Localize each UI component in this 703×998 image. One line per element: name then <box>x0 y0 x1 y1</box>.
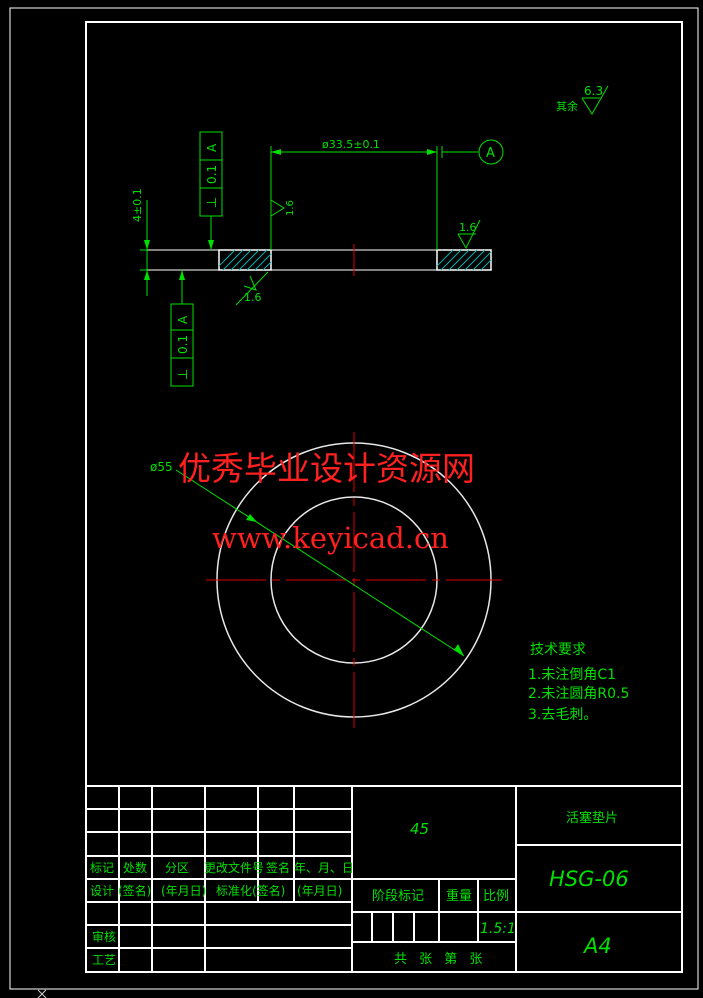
material-value: 45 <box>410 820 429 838</box>
drawing-number: HSG-06 <box>549 867 629 891</box>
tol-bottom-symbol: ⊥ <box>176 369 191 380</box>
tech-title: 技术要求 <box>530 642 586 658</box>
roughness-bottom: 1.6 <box>235 271 269 306</box>
inner-frame <box>85 21 683 973</box>
roughness-bottom-value: 1.6 <box>244 291 262 304</box>
roughness-top-right: 1.6 <box>457 219 481 250</box>
tol-top-datum: A <box>205 143 219 152</box>
label-sign2: (签名) <box>118 883 151 898</box>
roughness-other-value: 6.3 <box>584 84 603 98</box>
dim-diameter-label: ø33.5±0.1 <box>322 138 380 151</box>
title-block-text: 45 活塞垫片 HSG-06 A4 1.5:1 标记 处数 分区 更改文件号 签… <box>90 810 629 967</box>
dim-thickness-label: 4±0.1 <box>131 188 144 222</box>
tol-top-symbol: ⊥ <box>205 197 220 208</box>
sheet-info: 共 张 第 张 <box>394 952 486 967</box>
tech-requirements: 技术要求 1.未注倒角C1 2.未注圆角R0.5 3.去毛刺。 <box>528 642 629 723</box>
label-mark: 标记 <box>90 861 114 875</box>
dim-outer-leader <box>175 469 465 657</box>
label-sign: 签名 <box>266 860 290 875</box>
label-process: 工艺 <box>92 953 116 967</box>
hatch-right <box>436 249 492 271</box>
label-date2: (年月日) <box>161 884 206 898</box>
watermark-line1: 优秀毕业设计资源网 <box>178 449 475 488</box>
sheet-size: A4 <box>582 934 612 958</box>
label-ratio: 比例 <box>483 889 509 904</box>
tolerance-frame-top: A 0.1 ⊥ <box>199 131 223 250</box>
scale-value: 1.5:1 <box>480 921 516 937</box>
label-date3: (年月日) <box>297 884 342 898</box>
roughness-other-symbol: 其余 6.3 <box>556 84 609 115</box>
corner-marker-icon <box>37 989 47 998</box>
tech-item-1: 1.未注倒角C1 <box>528 667 616 683</box>
label-weight: 重量 <box>446 888 472 904</box>
tech-item-2: 2.未注圆角R0.5 <box>528 686 629 702</box>
label-stage-mark: 阶段标记 <box>372 889 424 904</box>
label-sign3: (签名) <box>252 883 285 898</box>
label-change-doc: 更改文件号 <box>204 860 264 875</box>
label-standard: 标准化 <box>216 884 252 898</box>
roughness-inner: 1.6 <box>270 199 296 225</box>
dim-outer-label: ø55 <box>150 460 173 474</box>
roughness-inner-value: 1.6 <box>285 200 296 216</box>
label-review: 审核 <box>92 929 116 944</box>
plan-view: ø55 <box>150 432 502 728</box>
label-date: 年、月、日 <box>294 861 354 875</box>
watermark-line2: www.keyicad.cn <box>212 521 449 555</box>
outer-border <box>9 7 699 990</box>
label-zone: 分区 <box>165 861 189 875</box>
section-view: ø33.5±0.1 A 4±0.1 A 0.1 ⊥ A <box>131 131 504 387</box>
roughness-other-label: 其余 <box>556 99 578 113</box>
title-block <box>85 785 683 973</box>
part-name: 活塞垫片 <box>566 810 618 826</box>
tol-bottom-value: 0.1 <box>176 335 190 354</box>
label-count: 处数 <box>123 860 147 875</box>
datum-a-label: A <box>486 146 495 161</box>
tol-top-value: 0.1 <box>205 165 219 184</box>
label-design: 设计 <box>90 884 114 898</box>
roughness-top-right-value: 1.6 <box>459 221 477 234</box>
tech-item-3: 3.去毛刺。 <box>528 707 597 723</box>
section-body <box>146 249 492 271</box>
tol-bottom-datum: A <box>176 315 190 324</box>
hatch-left <box>218 249 272 271</box>
datum-a-circle <box>478 139 504 165</box>
tolerance-frame-bottom: A 0.1 ⊥ <box>170 270 194 387</box>
